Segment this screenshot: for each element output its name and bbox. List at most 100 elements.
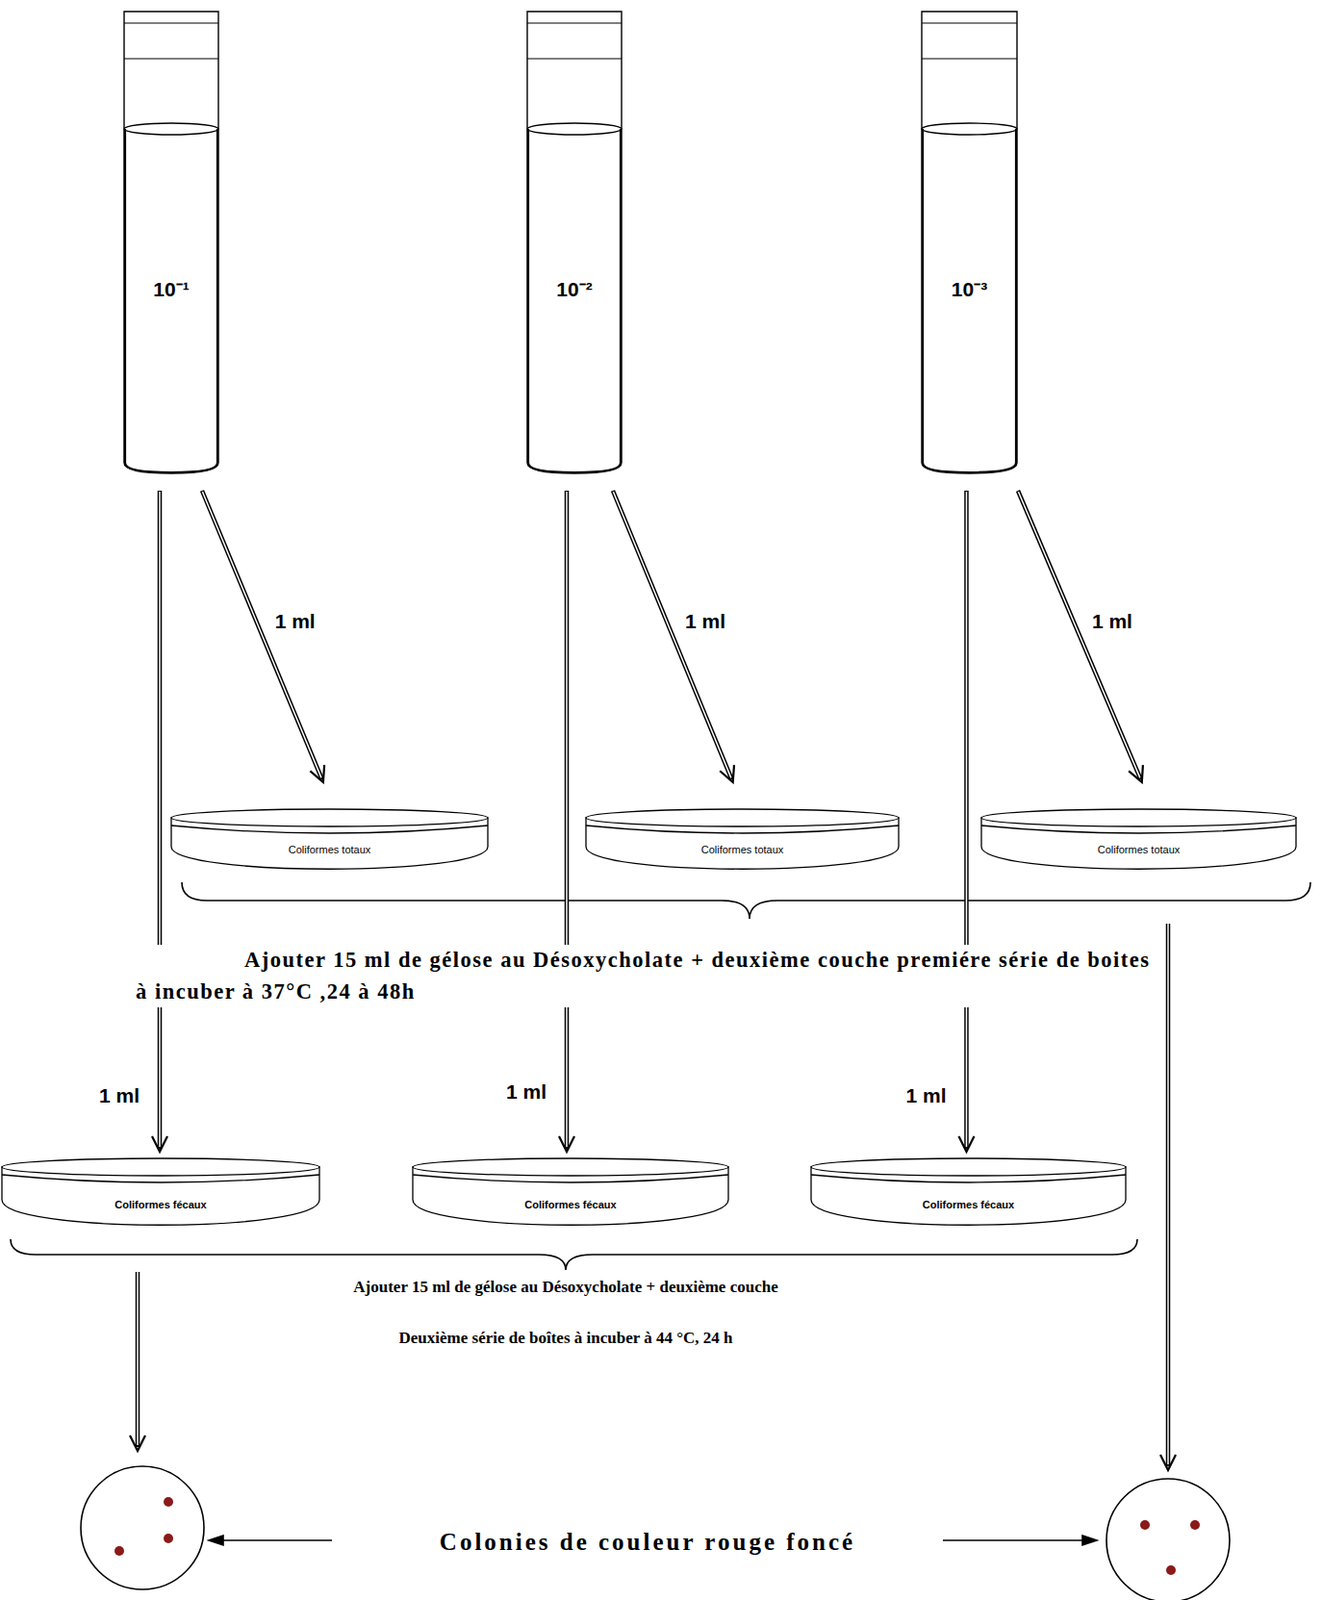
dilution-tube: 10⁻² [526,10,623,475]
plate-outline [1106,1478,1230,1600]
arrow-head [559,1136,575,1152]
colony [114,1546,125,1556]
arrow-head [958,1136,974,1152]
dish-outline [411,1157,730,1235]
transfer-arrow [958,490,974,1152]
arrow-shaft [157,490,163,1149]
arrow-shaft [612,490,733,780]
petri-dish: Coliformes fécaux [810,1157,1127,1235]
brace [10,1239,1138,1271]
arrow-head [309,764,325,783]
protocol-note: Deuxième série de boîtes à incuber à 44 … [395,1326,738,1351]
tube-cap [124,22,219,24]
tube-body [527,11,622,474]
tube-cap [921,57,1017,59]
arrow-head [1160,1454,1176,1471]
dish-drawing [1,1158,320,1225]
dish-lid [1,1158,320,1176]
liquid-wall [528,128,621,473]
dish-lid [981,809,1297,827]
dish-outline [584,808,900,878]
volume-label: 1 ml [504,1080,549,1104]
dish-rim [171,825,488,834]
tube-cap [527,57,622,59]
dilution-label: 10⁻¹ [123,277,220,302]
arrow-shaft [202,491,322,778]
arrow-shaft [1017,490,1142,780]
plate-outline [80,1466,204,1590]
dish-lid [171,809,488,827]
dish-label: Coliformes fécaux [411,1198,730,1212]
dilution-tube: 10⁻¹ [123,10,220,475]
transfer-arrow [612,490,735,783]
tube-cap [124,57,219,59]
result-plate [1106,1478,1230,1600]
tube-outline [526,10,623,475]
dish-outline [980,808,1297,878]
dish-label: Coliformes fécaux [0,1198,321,1212]
volume-label: 1 ml [903,1084,948,1108]
volume-label: 1 ml [683,610,728,634]
tube-body [124,11,219,474]
transfer-arrow [559,490,575,1152]
liquid-surface [527,123,622,135]
arrow-head [152,1136,168,1152]
double-arrow [129,1271,146,1451]
arrow-head [129,1435,146,1451]
liquid-wall [922,128,1017,473]
arrow-shaft [135,1271,141,1448]
colony [1140,1520,1150,1530]
arrow-shaft [564,490,570,1149]
petri-dish: Coliformes fécaux [0,1157,321,1235]
arrow-shaft [565,491,568,1147]
dish-rim [981,825,1297,834]
arrow-shaft [136,1271,139,1446]
colony [1190,1520,1200,1530]
dish-label: Coliformes totaux [980,843,1297,857]
dish-outline [170,808,489,878]
dish-label: Coliformes totaux [584,843,900,857]
transfer-arrow [1017,490,1144,783]
dish-rim [811,1174,1126,1183]
petri-dish: Coliformes totaux [170,808,489,878]
colony [163,1497,174,1507]
protocol-note: Ajouter 15 ml de gélose au Désoxycholate… [349,1275,783,1300]
volume-label: 1 ml [273,610,318,634]
result-plate [80,1466,204,1590]
petri-dish: Coliformes totaux [584,808,900,878]
dilution-tube: 10⁻³ [920,10,1018,475]
colony [163,1533,174,1544]
arrow-shaft [964,490,969,1149]
arrow-shaft [202,490,323,780]
tube-cap [921,22,1017,24]
dish-drawing [981,809,1297,869]
double-arrow [1160,923,1176,1471]
liquid-wall [125,128,218,473]
protocol-note: Ajouter 15 ml de gélose au Désoxycholate… [135,944,1156,1008]
colony [1166,1565,1176,1576]
dish-rim [412,1174,729,1183]
arrow-shaft [1017,491,1140,778]
dilution-label: 10⁻² [526,277,623,302]
petri-dish: Coliformes totaux [980,808,1297,878]
tube-cap [527,22,622,24]
dish-label: Coliformes totaux [170,843,489,857]
arrow-shaft [158,491,161,1147]
arrow-head [208,1535,224,1546]
volume-label: 1 ml [97,1084,142,1108]
tube-outline [920,10,1018,475]
dish-drawing [412,1158,729,1225]
arrow-shaft [942,1539,1093,1542]
dish-lid [585,809,899,827]
arrow-head [719,764,735,783]
arrow-head [1082,1535,1097,1546]
arrow-shaft [1166,923,1171,1467]
arrow-shaft [966,491,968,1147]
tube-drawing [124,11,219,474]
transfer-arrow [202,490,325,783]
dish-outline [0,1157,321,1235]
petri-dish: Coliformes fécaux [411,1157,730,1235]
dilution-label: 10⁻³ [920,277,1018,302]
volume-label: 1 ml [1090,610,1135,634]
